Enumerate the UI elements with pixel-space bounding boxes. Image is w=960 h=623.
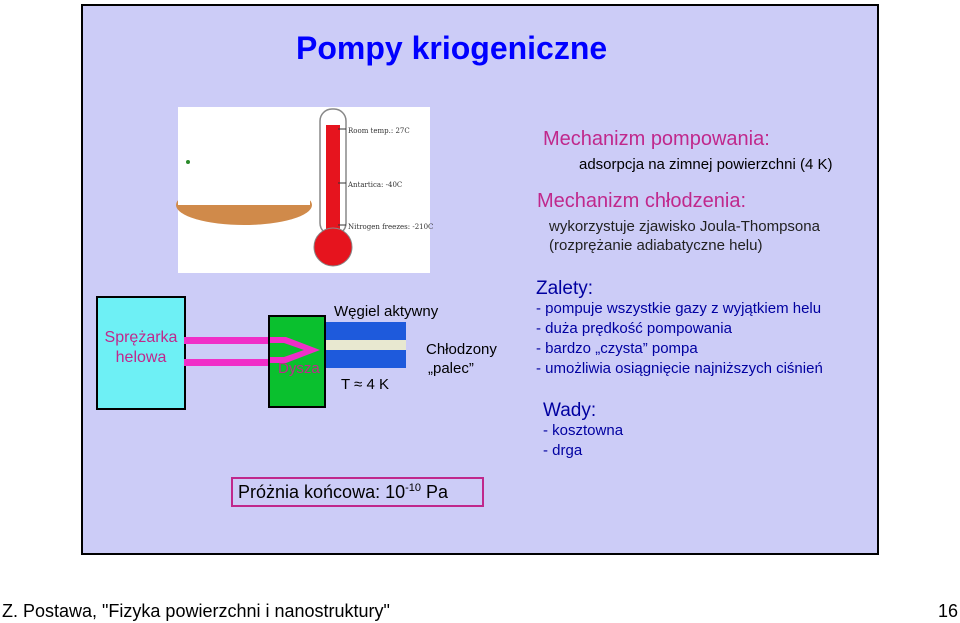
carbon-stripe-1 [326,322,406,340]
nozzle-arrow [270,337,320,363]
nozzle-label: Dysza [278,360,320,377]
advantage-item: - bardzo „czysta” pompa [536,340,698,357]
thermometer-bulb [313,227,353,267]
helium-pipe-lower [184,359,282,366]
cold-finger-label-1: Chłodzony [426,341,497,358]
cooling-heading: Mechanizm chłodzenia: [537,190,746,212]
footer-course: Z. Postawa, "Fizyka powierzchni i nanost… [2,601,390,621]
mercury-column [326,125,340,245]
carbon-label: Węgiel aktywny [334,303,439,320]
room-temp-label: Room temp.: 27C [348,127,410,135]
advantage-item: - pompuje wszystkie gazy z wyjątkiem hel… [536,300,822,317]
cooling-line-1: wykorzystuje zjawisko Joula-Thompsona [549,218,820,235]
thermometer-image: Room temp.: 27C Antartica: -40C Nitrogen… [176,107,433,273]
ultimate-vacuum-box: Próżnia końcowa: 10-10 Pa [231,477,484,507]
advantage-item: - duża prędkość pompowania [536,320,732,337]
disadvantage-item: - kosztowna [543,422,624,439]
slide [81,4,879,555]
temperature-label: T ≈ 4 K [341,376,389,393]
cold-stripe-1 [326,340,406,350]
carbon-stripe-2 [326,350,406,368]
page-number: 16 [937,601,958,621]
pumping-heading: Mechanizm pompowania: [543,128,770,150]
pumping-text: adsorpcja na zimnej powierzchni (4 K) [579,156,833,173]
thermometer-drawing: Room temp.: 27C Antartica: -40C Nitrogen… [176,108,433,267]
advantages-heading: Zalety: [536,278,594,299]
compressor-box: Sprężarka helowa [96,296,186,410]
disadvantage-item: - drga [543,442,583,459]
cold-finger-label-2: „palec” [428,360,474,377]
helium-pipe-upper [184,337,282,344]
slide-title: Pompy kriogeniczne [296,30,608,66]
nitrogen-label: Nitrogen freezes: -210C [348,223,433,231]
green-dot [186,160,190,164]
disadvantages-heading: Wady: [543,400,597,421]
compressor-label-1: Sprężarka [104,329,178,346]
vacuum-prefix: Próżnia końcowa: 10 [238,482,406,502]
vacuum-unit: Pa [421,482,449,502]
antarctica-label: Antartica: -40C [347,181,402,189]
advantage-item: - umożliwia osiągnięcie najniższych ciśn… [536,360,823,377]
vacuum-exponent: -10 [405,482,422,494]
compressor-label-2: helowa [115,349,167,366]
cooling-line-2: (rozprężanie adiabatyczne helu) [549,237,763,254]
